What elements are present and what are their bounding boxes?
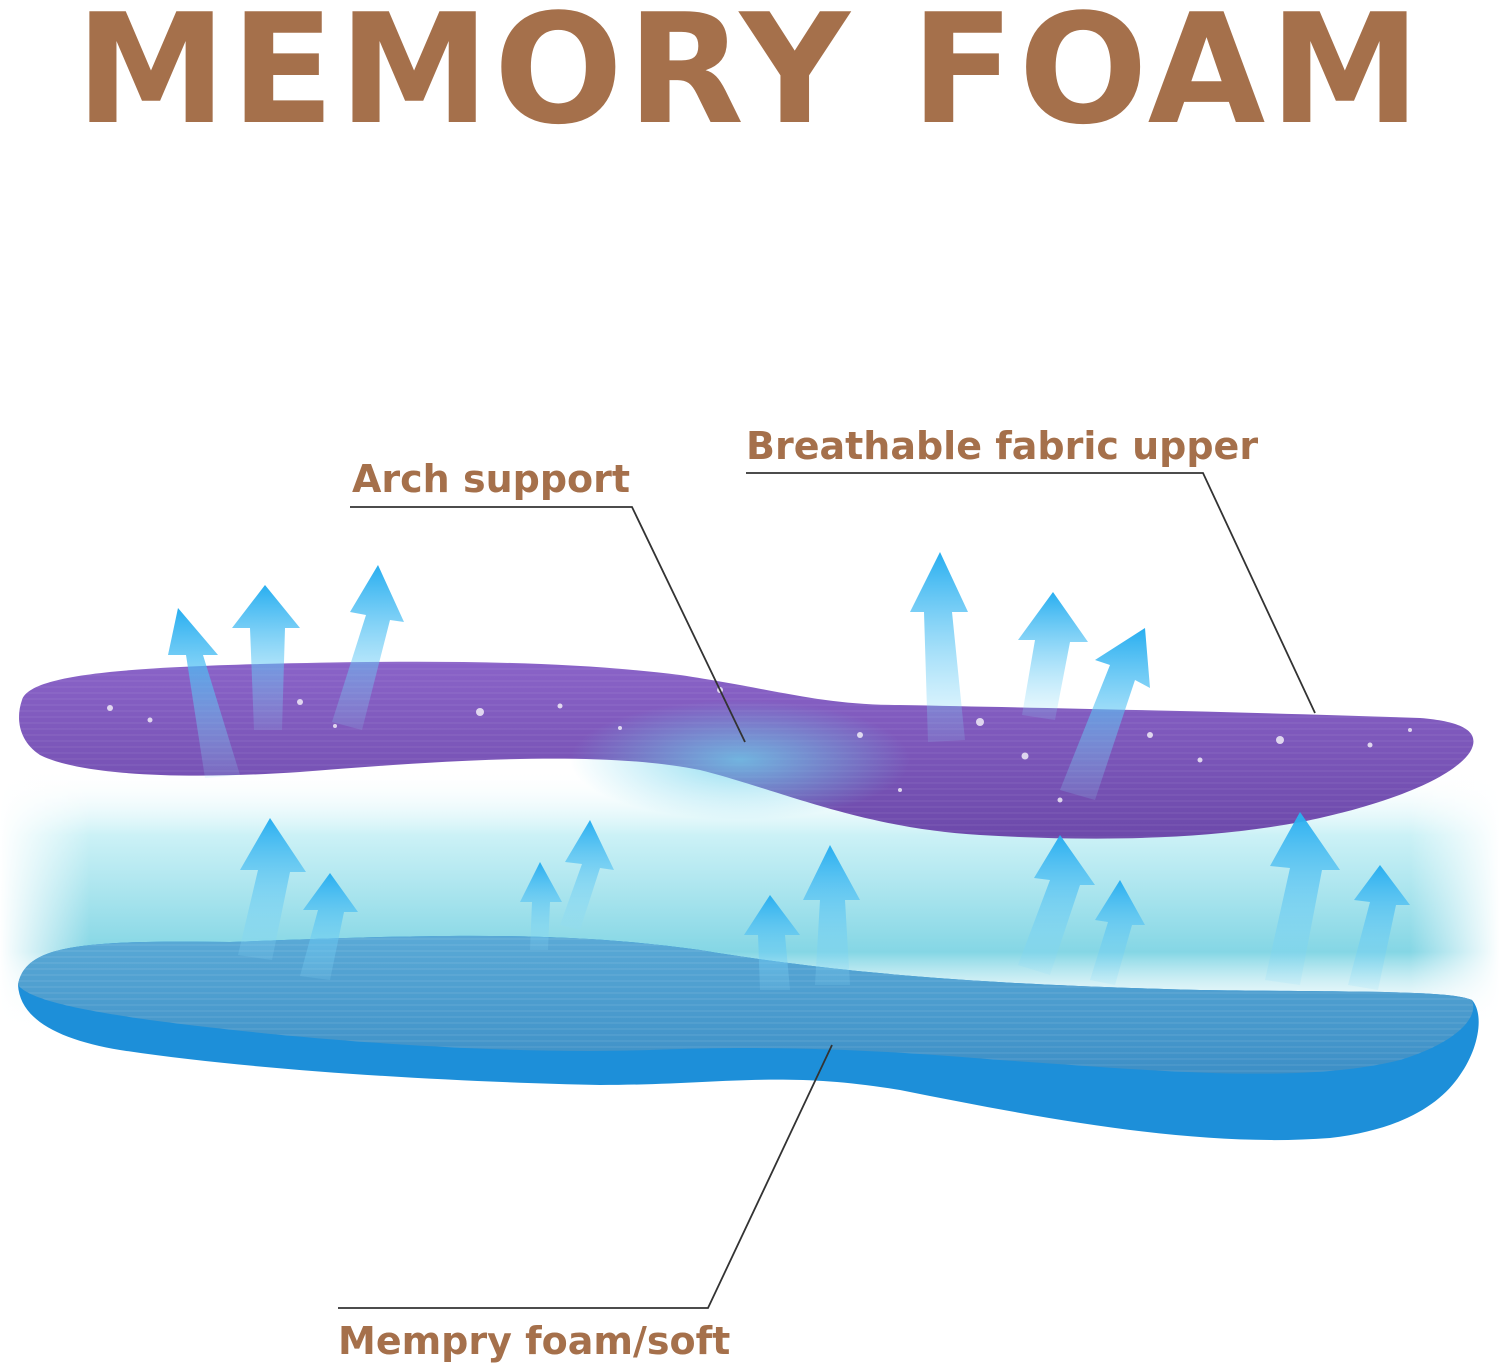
arch-support-leader (350, 506, 746, 743)
leader-lines (338, 472, 1316, 1309)
up-arrow-icon (238, 818, 306, 960)
airflow-arrows (168, 552, 1410, 990)
up-arrow-icon (910, 552, 968, 742)
arch-support-label: Arch support (352, 457, 631, 501)
up-arrow-icon (1018, 835, 1095, 975)
up-arrow-icon (560, 820, 614, 930)
up-arrow-icon (1265, 812, 1340, 985)
up-arrow-icon (168, 608, 240, 778)
up-arrow-icon (520, 862, 562, 950)
memory-foam-label: Mempry foam/soft (338, 1319, 731, 1363)
fabric-upper-layer (19, 661, 1474, 839)
up-arrow-icon (803, 845, 860, 985)
up-arrow-icon (332, 565, 404, 730)
memory-foam-leader (338, 1044, 833, 1309)
up-arrow-icon (1090, 880, 1145, 985)
up-arrow-icon (1348, 865, 1410, 990)
up-arrow-icon (1060, 628, 1150, 800)
up-arrow-icon (300, 873, 358, 980)
up-arrow-icon (1018, 592, 1088, 720)
up-arrow-icon (744, 895, 800, 990)
fabric-upper-label: Breathable fabric upper (746, 424, 1259, 468)
up-arrow-icon (232, 585, 300, 730)
memory-foam-layer (18, 935, 1479, 1141)
fabric-upper-leader (746, 472, 1316, 714)
page-title: MEMORY FOAM (75, 0, 1425, 158)
